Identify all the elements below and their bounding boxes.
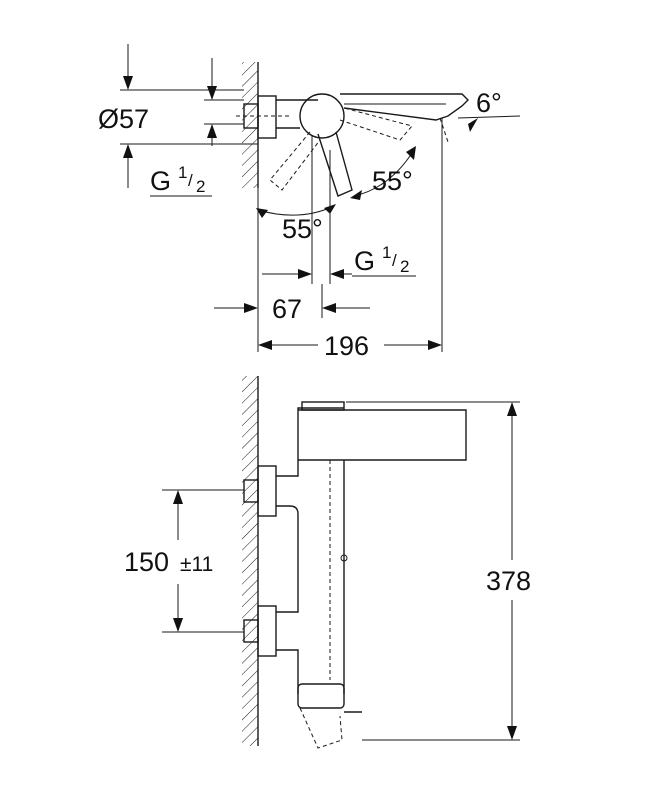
front-wall-hatch [242,376,258,746]
projection-label: 196 [324,331,369,361]
lever-ghost-right [339,107,413,141]
top-wall-hatch [242,62,258,188]
height-arrow-bottom [507,726,517,740]
top-view: 6° 55° 55° Ø57 G 1 / 2 [98,44,521,361]
centers-arrow-bottom [173,618,183,632]
thread-label-g: G [150,166,171,196]
centers-arrow-top [173,490,183,504]
front-rosette-bottom-inner [243,619,259,643]
centers-tolerance: ±11 [180,553,213,576]
thread2-label-den: 2 [400,257,409,276]
lever-solid [317,131,353,197]
front-screw [340,554,348,562]
thread-arrow-top [123,76,133,90]
front-rosette-bottom-outer [257,605,277,657]
front-diverter-ghost [299,707,343,749]
thread-label-slash: / [188,171,193,190]
dia-arrow-bottom [207,124,217,138]
depth-arrow-left [244,303,258,313]
dia-arrow-top [207,86,217,100]
depth-arrow-right [322,303,336,313]
spout-angle-leader [457,115,521,119]
front-spout [298,409,467,461]
thread-label-num: 1 [178,163,187,182]
thread2-arrow-right [330,269,344,279]
front-rosette-top-inner [243,479,259,503]
lever-arc-right-arrow-b [406,146,416,160]
front-rosette-top-outer [257,465,277,517]
centers-label: 150 [124,547,169,577]
front-diverter [297,683,345,709]
lever-ghost-left [269,131,321,191]
thread2-label-slash: / [392,251,397,270]
lever-hub [299,93,345,139]
spout-angle-arrow [468,118,478,132]
thread2-label-num: 1 [382,243,391,262]
lever-arc-left-arrow-a [256,208,268,218]
thread2-label-g: G [354,246,375,276]
spout-top [340,93,469,121]
top-rosette-outer [257,95,277,139]
thread2-arrow-left [298,269,312,279]
projection-arrow-left [258,340,272,350]
top-body [276,99,318,129]
spout-ghost [439,117,449,143]
lever-arc-right-arrow-a [350,190,362,200]
height-arrow-top [507,402,517,416]
lever-angle-right-label: 55° [372,166,413,196]
projection-arrow-right [428,340,442,350]
front-body [276,407,345,694]
height-label: 378 [486,566,531,596]
thread-arrow-bottom [123,144,133,158]
dia-label: Ø57 [98,104,149,134]
thread-label-den: 2 [196,177,205,196]
front-view: 150 ±11 378 [124,376,531,749]
spout-angle-label: 6° [476,88,502,118]
depth-label: 67 [272,294,302,324]
front-top-cap [301,401,345,411]
lever-angle-left-label: 55° [282,214,323,244]
